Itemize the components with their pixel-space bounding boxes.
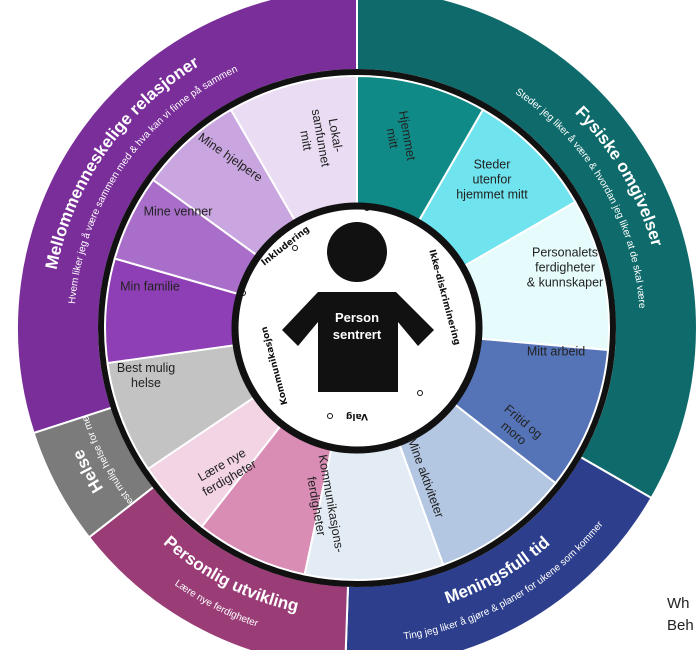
hub-ring-word: Valg <box>346 411 368 421</box>
outer-black-ring <box>98 69 616 587</box>
person-body-icon <box>282 292 434 392</box>
svg-text:Best mulig: Best mulig <box>117 361 175 375</box>
svg-text:utenfor: utenfor <box>473 172 512 186</box>
hub-center-label: Person <box>335 310 379 325</box>
segment-label: Mine venner <box>144 204 213 218</box>
corner-text-line-2: Beh <box>667 617 694 634</box>
svg-text:helse: helse <box>131 376 161 390</box>
outer-quadrants <box>16 0 698 650</box>
hub-black-ring <box>231 202 483 454</box>
svg-text:Personalets: Personalets <box>532 245 598 259</box>
svg-text:ferdigheter: ferdigheter <box>535 260 595 274</box>
svg-text:Mitt arbeid: Mitt arbeid <box>527 344 585 358</box>
person-head-icon <box>327 222 387 282</box>
hub-dot-icon <box>364 205 370 211</box>
segment-label: Mitt arbeid <box>527 344 585 358</box>
hub-dot-icon <box>240 290 246 296</box>
hub-dot-icon <box>417 390 423 396</box>
svg-text:hjemmet mitt: hjemmet mitt <box>456 187 528 201</box>
svg-text:Lokal-: Lokal- <box>326 117 346 153</box>
hub-dot-icon <box>292 245 298 251</box>
segment-label: Min familie <box>120 279 180 293</box>
hub-center-label: sentrert <box>333 327 382 342</box>
svg-text:& kunnskaper: & kunnskaper <box>527 275 603 289</box>
hub-dot-icon <box>327 413 333 419</box>
corner-text-line-1: Wh <box>667 595 690 612</box>
svg-text:Min familie: Min familie <box>120 279 180 293</box>
svg-text:Mine venner: Mine venner <box>144 204 213 218</box>
svg-text:Steder: Steder <box>474 157 511 171</box>
svg-text:mitt: mitt <box>384 127 401 150</box>
svg-text:mitt: mitt <box>297 129 314 152</box>
